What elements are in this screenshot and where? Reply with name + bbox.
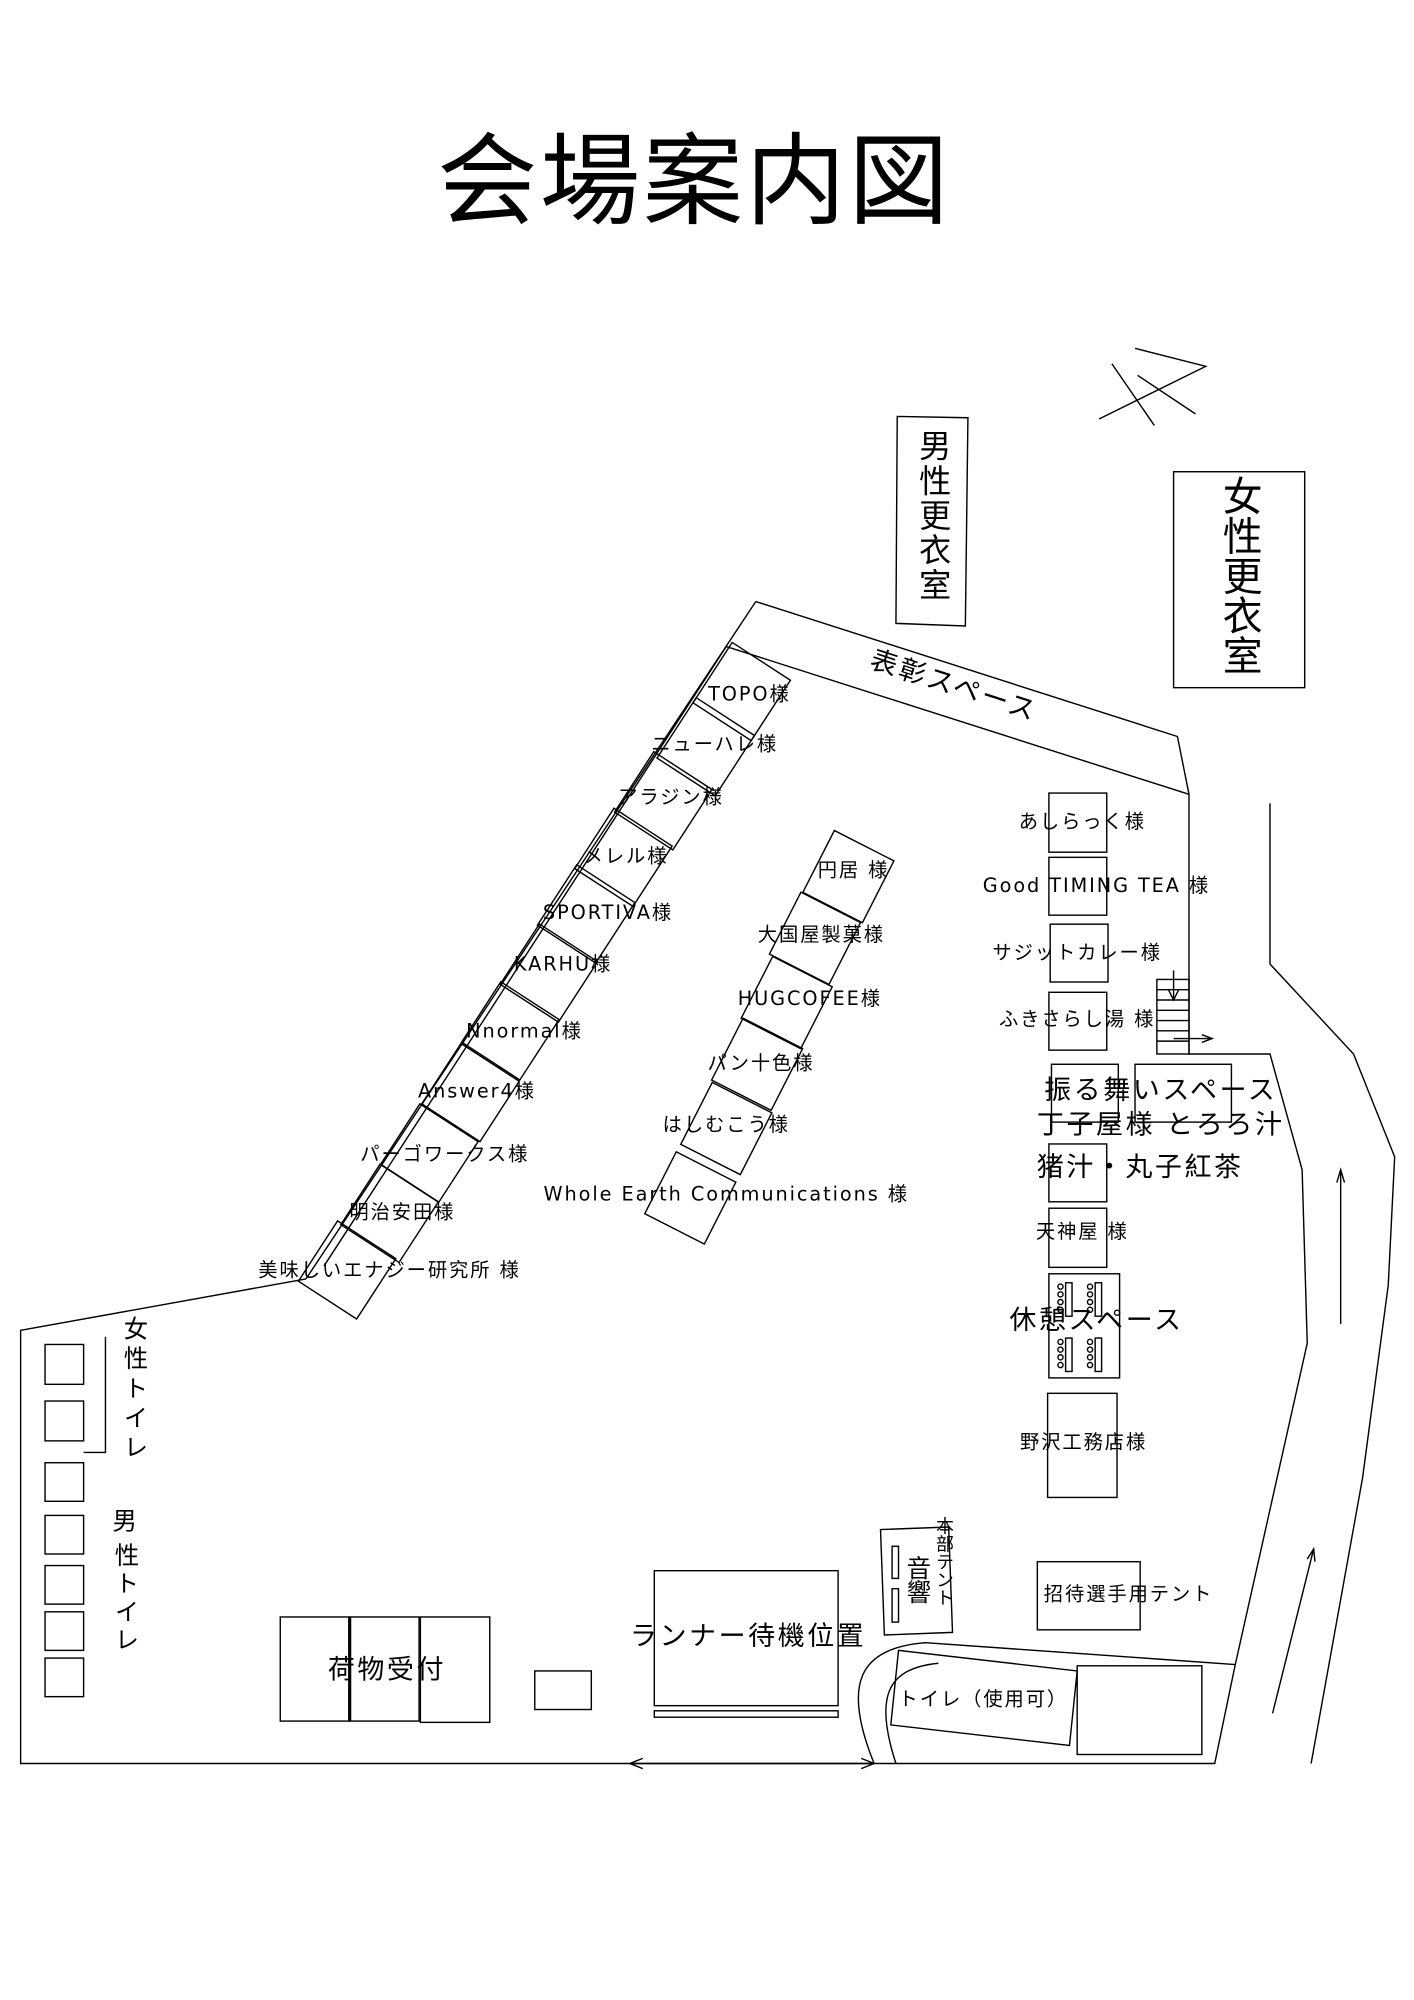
page-title: 会場案内図 <box>437 123 951 240</box>
north-arrow-icon <box>1098 347 1208 426</box>
runner-waiting-area: ランナー待機位置 <box>630 1569 866 1718</box>
toilet-usable: トイレ（使用可） <box>890 1649 1078 1747</box>
baggage-label: 荷物受付 <box>328 1655 446 1686</box>
runner-waiting-label: ランナー待機位置 <box>630 1621 866 1652</box>
stall-label: パン十色様 <box>708 1051 815 1074</box>
stall-label: パーゴワークス様 <box>360 1143 529 1166</box>
double-arrow-icon <box>627 1757 876 1770</box>
left-stall-labels: TOPO様 ニューハレ様 アラジン様 メレル様 SPORTIVA様 KARHU様… <box>258 683 791 1282</box>
hq-tent-label: 本部テント <box>933 1517 954 1607</box>
womens-toilet-label: 女性トイレ <box>121 1316 150 1464</box>
small-box <box>534 1670 593 1711</box>
mens-changing-room-label: 男性更衣室 <box>914 429 952 603</box>
womens-changing-room-label: 女性更衣室 <box>1216 476 1262 675</box>
stall-label: 天神屋 様 <box>1036 1220 1129 1243</box>
stall-label: 美味しいエナジー研究所 様 <box>258 1258 520 1281</box>
award-space-label: 表彰スペース <box>866 644 1041 727</box>
arrow-down-icon <box>1167 970 1180 1002</box>
right-stall-labels: あしらっく様 Good TIMING TEA 様 サジットカレー様 ふきさらし湯… <box>983 810 1285 1454</box>
stall-label: アラジン様 <box>618 785 724 808</box>
sound-label: 音響 <box>903 1555 932 1604</box>
guest-tent: 招待選手用テント <box>1036 1560 1214 1631</box>
stall-label: メレル様 <box>584 844 669 867</box>
womens-changing-room: 女性更衣室 <box>1172 471 1306 689</box>
stall-label: 丁子屋様 とろろ汁 <box>1037 1110 1285 1141</box>
stall-label: 明治安田様 <box>349 1201 455 1224</box>
stall-label: あしらっく様 <box>1019 810 1146 833</box>
rest-space-benches <box>1057 1282 1103 1373</box>
baggage-reception: 荷物受付 <box>279 1616 491 1724</box>
stall-label: ニューハレ様 <box>651 733 778 756</box>
middle-stall-row <box>643 829 895 1245</box>
stall-label: 円居 様 <box>818 859 890 882</box>
stall-label: KARHU様 <box>514 952 612 975</box>
stall-label: 猪汁・丸子紅茶 <box>1037 1152 1244 1183</box>
hq-tent: 本部テント 音響 <box>879 1517 954 1636</box>
bottom-right-box <box>1076 1665 1203 1756</box>
left-stall-row <box>297 641 792 1320</box>
site-outline <box>19 600 1396 1765</box>
stall-label: HUGCOFEE様 <box>738 987 882 1010</box>
arrow-up-icon <box>1336 1167 1346 1324</box>
guest-tent-label: 招待選手用テント <box>1044 1582 1214 1605</box>
stall-label: ふきさらし湯 様 <box>999 1008 1155 1031</box>
mens-toilet-label-2: 性トイレ <box>112 1542 141 1655</box>
stall-label: Answer4様 <box>418 1080 536 1103</box>
arrow-right-icon <box>1173 1034 1215 1044</box>
arrow-up-icon <box>1271 1546 1316 1714</box>
stall-label: サジットカレー様 <box>992 941 1162 964</box>
toilet-stalls <box>44 1336 107 1698</box>
mens-changing-room: 男性更衣室 <box>895 415 969 627</box>
toilet-usable-label: トイレ（使用可） <box>899 1688 1069 1711</box>
stall-label: 野沢工務店様 <box>1020 1431 1147 1454</box>
stall-label: TOPO様 <box>707 683 791 706</box>
mens-toilet-label: 男 <box>113 1507 137 1536</box>
stall-label: SPORTIVA様 <box>543 901 673 924</box>
stall-label: Nnormal様 <box>466 1019 583 1042</box>
stall-label: はしむこう様 <box>663 1113 790 1136</box>
stall-label: 大国屋製菓様 <box>758 923 885 946</box>
right-stall-column <box>1046 792 1233 1499</box>
performance-space-label: 振る舞いスペース <box>1044 1075 1277 1106</box>
stall-label: Whole Earth Communications 様 <box>544 1183 909 1206</box>
rest-space-label: 休憩スペース <box>1009 1305 1183 1336</box>
middle-stall-labels: 円居 様 大国屋製菓様 HUGCOFEE様 パン十色様 はしむこう様 Whole… <box>544 859 909 1206</box>
stall-label: Good TIMING TEA 様 <box>983 874 1210 897</box>
